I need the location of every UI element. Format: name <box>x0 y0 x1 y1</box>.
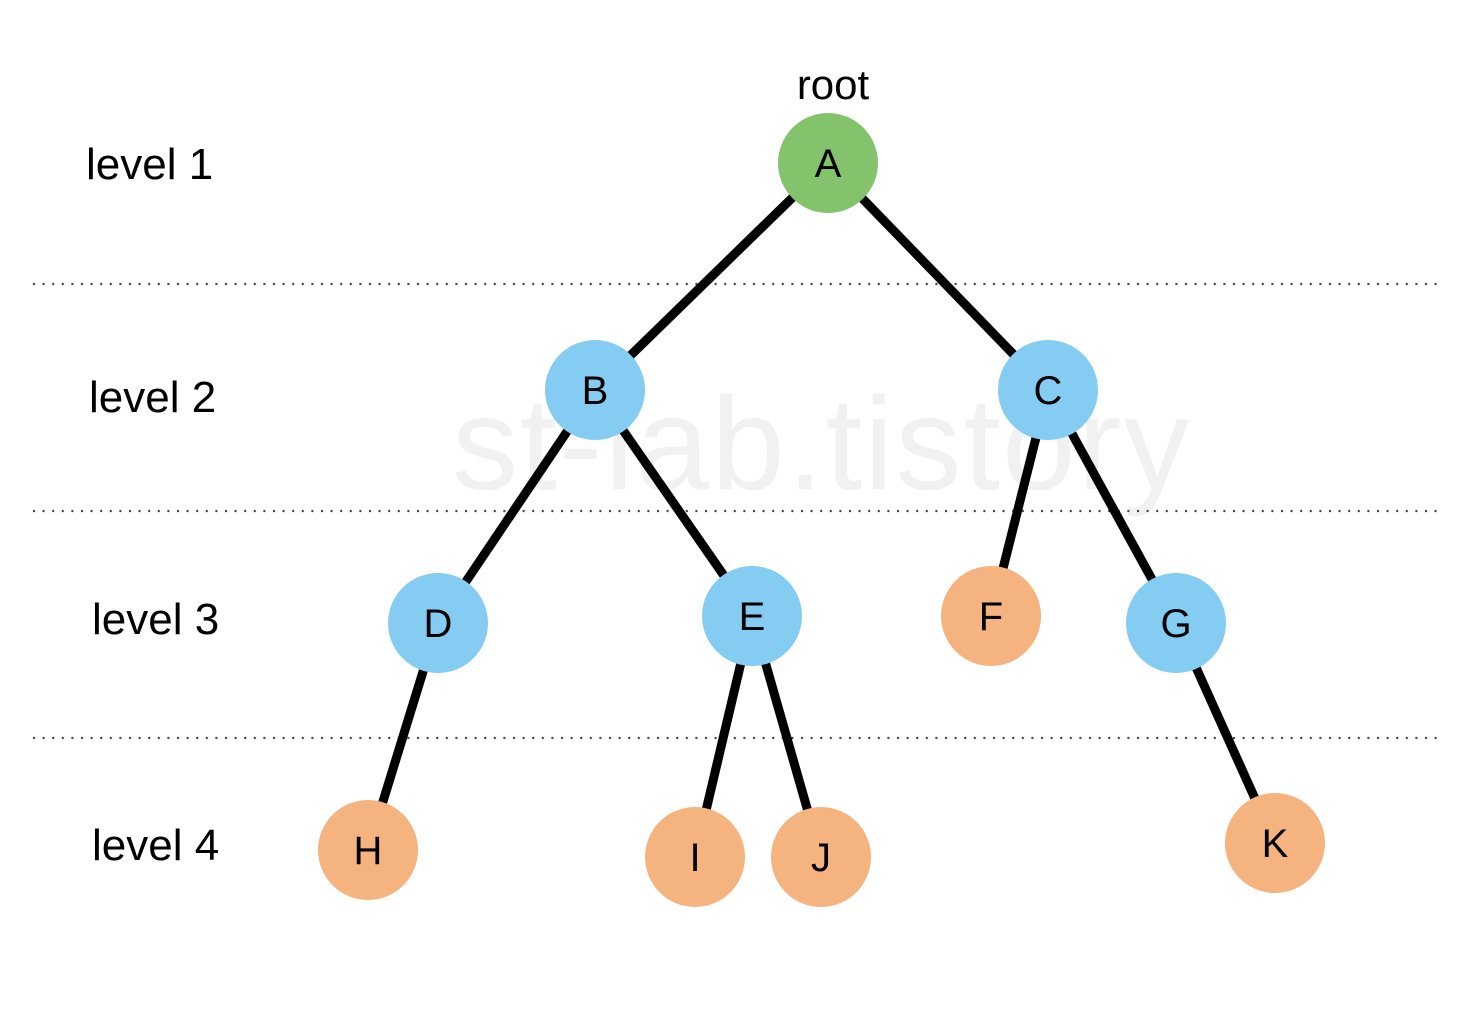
node-circle-G <box>1126 573 1226 673</box>
node-I: I <box>645 807 745 907</box>
node-label-B: B <box>582 369 609 413</box>
node-K: K <box>1225 793 1325 893</box>
node-C: C <box>998 340 1098 440</box>
node-F: F <box>941 566 1041 666</box>
tree-nodes: A B C D E F G H I J K <box>318 113 1325 907</box>
node-label-J: J <box>811 836 831 880</box>
node-circle-E <box>702 566 802 666</box>
node-label-E: E <box>739 595 766 639</box>
node-circle-J <box>771 807 871 907</box>
node-label-G: G <box>1160 602 1191 646</box>
level-label-4: level 4 <box>92 821 220 870</box>
edge-A-B <box>591 159 832 394</box>
node-E: E <box>702 566 802 666</box>
level-label-1: level 1 <box>86 140 214 189</box>
node-G: G <box>1126 573 1226 673</box>
node-B: B <box>545 340 645 440</box>
node-circle-H <box>318 800 418 900</box>
node-circle-D <box>388 573 488 673</box>
node-circle-B <box>545 340 645 440</box>
node-label-D: D <box>424 602 453 646</box>
node-A: A <box>778 113 878 213</box>
node-circle-A <box>778 113 878 213</box>
node-label-F: F <box>979 595 1003 639</box>
node-circle-C <box>998 340 1098 440</box>
edge-A-C <box>824 159 1052 394</box>
root-label: root <box>796 61 870 108</box>
node-label-I: I <box>689 836 700 880</box>
node-H: H <box>318 800 418 900</box>
node-label-H: H <box>354 829 383 873</box>
level-label-2: level 2 <box>89 373 217 422</box>
node-circle-F <box>941 566 1041 666</box>
node-J: J <box>771 807 871 907</box>
node-D: D <box>388 573 488 673</box>
level-label-3: level 3 <box>92 595 220 644</box>
node-label-A: A <box>815 142 842 186</box>
node-circle-I <box>645 807 745 907</box>
node-label-C: C <box>1034 369 1063 413</box>
node-label-K: K <box>1262 822 1289 866</box>
node-circle-K <box>1225 793 1325 893</box>
